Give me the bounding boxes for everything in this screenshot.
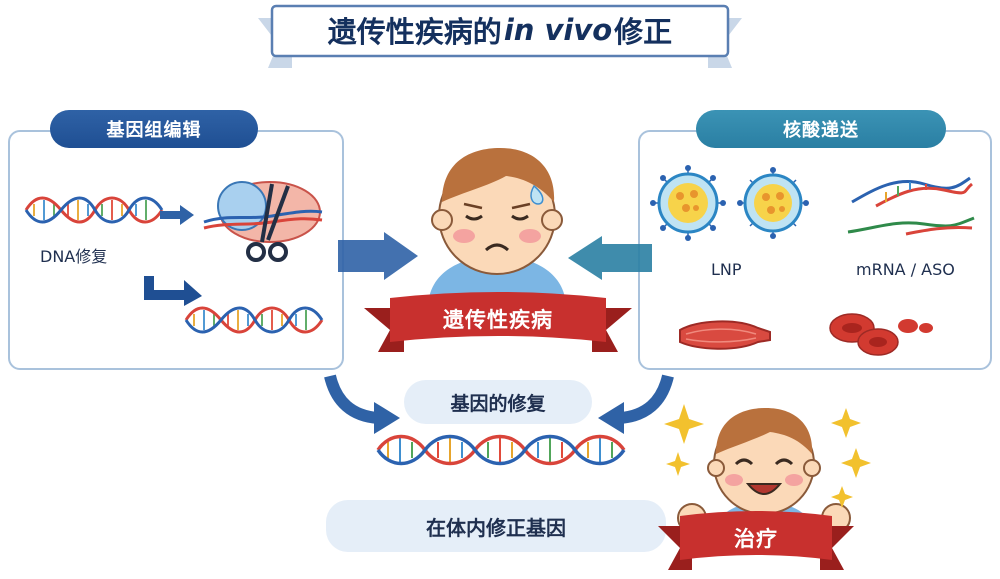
lnp-label: LNP [711,260,742,279]
muscle-tissue-icon [679,320,771,350]
treatment-ribbon-label: 治疗 [734,527,778,551]
arrow-from-nucleic-delivery [568,236,652,280]
disease-ribbon-shape [364,292,632,352]
curved-arrow-left [324,374,400,434]
arrow-down-right-icon [144,276,202,306]
sick-child-icon [428,148,566,308]
title-ribbon-shape [258,4,742,68]
mrna-aso-label: mRNA / ASO [856,260,955,279]
dna-helix-icon [24,196,164,224]
disease-ribbon-label: 遗传性疾病 [443,308,553,332]
corrected-dna-icon [376,434,626,466]
lnp-particle-icon [650,165,809,241]
red-blood-cells-icon [829,313,933,356]
dna-repair-label: DNA修复 [40,247,108,266]
in-vivo-correction-label: 在体内修正基因 [326,500,666,552]
arrow-right-icon [160,205,194,225]
title-suffix: 修正 [614,15,673,49]
title-italic: in vivo [503,13,613,47]
treatment-ribbon-shape [658,511,854,570]
arrow-from-genome-editing [338,232,418,280]
genome-editing-header: 基因组编辑 [50,110,258,148]
sparkle-icons [664,404,871,508]
title-main: 遗传性疾病的 [327,15,502,49]
genome-editing-panel [8,130,344,370]
curved-arrow-right [598,374,674,434]
gene-repair-label: 基因的修复 [404,380,592,424]
nucleic-acid-delivery-header: 核酸递送 [696,110,946,148]
mrna-strand-icon [847,176,975,236]
repaired-dna-icon [184,306,324,334]
crispr-scissors-icon [203,181,323,262]
